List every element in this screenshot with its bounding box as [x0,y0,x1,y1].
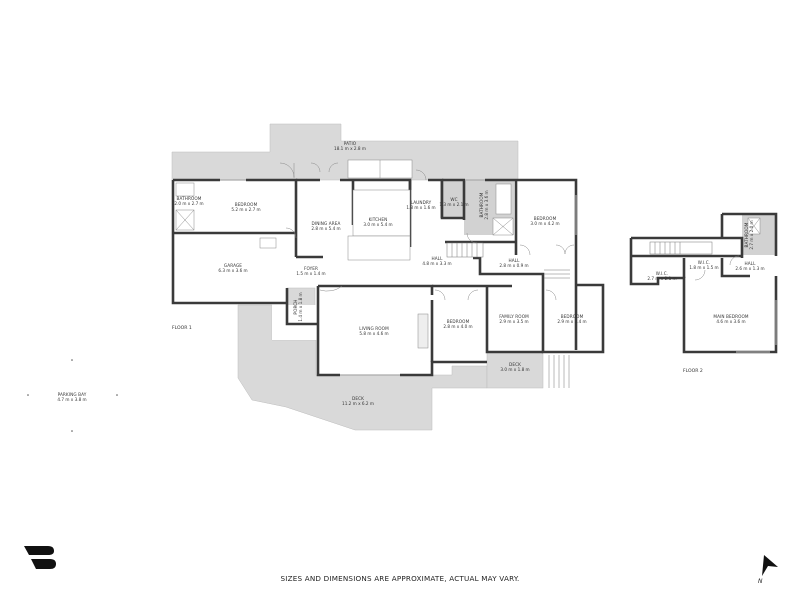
compass-arrow-icon [762,555,778,576]
floor2-walls [629,212,778,354]
fixtures [175,159,761,349]
floor1-walls [171,178,605,377]
outdoor-areas [171,123,544,431]
north-arrow: N [756,552,782,588]
room-label-wic: W.I.C.2.7 m x 2.1 m [647,271,677,281]
doors [279,162,740,301]
patio-area [171,123,519,181]
room-label-wic: W.I.C.1.8 m x 1.5 m [689,260,719,270]
floor-label-2: FLOOR 2 [683,369,703,374]
floor-label-1: FLOOR 1 [172,326,192,331]
north-label: N [758,578,763,585]
disclaimer-text: SIZES AND DIMENSIONS ARE APPROXIMATE, AC… [280,574,520,583]
brand-logo-icon [24,546,56,569]
windows [220,179,777,376]
stairs [446,241,713,388]
small-deck-area [486,351,544,389]
